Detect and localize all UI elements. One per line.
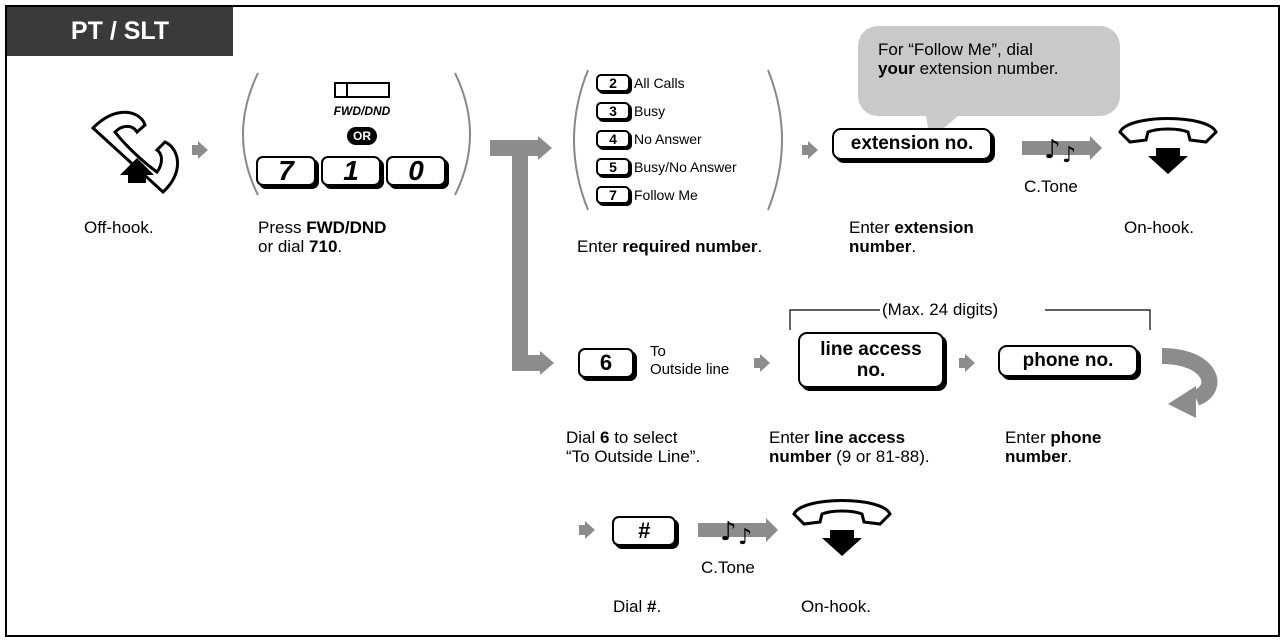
follow-me-bubble xyxy=(858,26,1120,116)
header-tab: PT / SLT xyxy=(7,7,233,56)
caption-dial-hash: Dial #. xyxy=(613,597,662,616)
caption-enter-line-access: Enter line access number (9 or 81-88). xyxy=(769,428,930,466)
option-key: 4 xyxy=(596,130,630,148)
caption-enter-required: Enter required number. xyxy=(577,237,763,256)
confirmation-tone-icon: ♪ ♪ xyxy=(1022,135,1102,168)
caption-dial-6: Dial 6 to select “To Outside Line”. xyxy=(566,428,701,466)
caption-enter-extension: Enter extension number. xyxy=(849,218,974,256)
dial-key-7: 7 xyxy=(256,155,316,186)
option-label: Busy/No Answer xyxy=(634,159,737,175)
svg-text:♪: ♪ xyxy=(1062,143,1076,168)
caption-enter-phone: Enter phone number. xyxy=(1005,428,1102,466)
extension-number-box: extension no. xyxy=(832,128,992,160)
flow-arrow-icon xyxy=(754,354,770,372)
fwd-dnd-label: FWD/DND xyxy=(333,104,391,118)
option-label: Follow Me xyxy=(634,187,698,203)
flow-arrow-icon xyxy=(490,136,554,375)
flow-arrow-icon xyxy=(192,141,208,159)
handset-onhook-icon xyxy=(792,499,892,556)
svg-text:♪: ♪ xyxy=(1044,135,1061,165)
follow-me-bubble-text: For “Follow Me”, dial your extension num… xyxy=(878,40,1059,78)
bracket-left xyxy=(242,72,259,196)
caption-on-hook: On-hook. xyxy=(1124,218,1194,237)
diagram-frame xyxy=(5,5,1280,637)
option-label: Busy xyxy=(634,103,666,119)
ctone-label: C.Tone xyxy=(1024,177,1078,196)
caption-off-hook: Off-hook. xyxy=(84,218,154,237)
max-digits-label: (Max. 24 digits) xyxy=(882,300,999,319)
svg-text:♪: ♪ xyxy=(720,517,737,547)
confirmation-tone-icon: ♪ ♪ xyxy=(698,517,778,550)
option-key: 5 xyxy=(596,158,630,176)
ctone-label: C.Tone xyxy=(701,558,755,577)
hash-key: # xyxy=(612,516,676,546)
bracket-left xyxy=(573,69,589,211)
or-badge: OR xyxy=(347,127,377,145)
option-key: 2 xyxy=(596,74,630,92)
svg-text:♪: ♪ xyxy=(738,525,752,550)
flow-arrow-icon xyxy=(579,521,595,539)
option-key: 3 xyxy=(596,102,630,120)
flow-arrow-icon xyxy=(959,354,975,372)
handset-onhook-icon xyxy=(1118,117,1218,174)
dial-key-1: 1 xyxy=(321,155,381,186)
bracket-right xyxy=(454,72,471,196)
fwd-dnd-button-icon xyxy=(334,82,390,98)
max-digits-bracket xyxy=(789,309,880,330)
tab-title: PT / SLT xyxy=(70,17,170,45)
caption-press-fwd: Press FWD/DND or dial 710. xyxy=(258,218,387,256)
line-access-number-box: line access no. xyxy=(798,332,944,388)
dial-key-0: 0 xyxy=(386,155,446,186)
bracket-right xyxy=(767,69,783,211)
caption-on-hook-2: On-hook. xyxy=(801,597,871,616)
dial-key-6: 6 xyxy=(578,348,634,378)
option-label: All Calls xyxy=(634,75,685,91)
option-key: 7 xyxy=(596,186,630,204)
key6-label: To Outside line xyxy=(650,343,730,378)
phone-number-box: phone no. xyxy=(998,345,1138,377)
max-digits-bracket xyxy=(1045,309,1151,330)
flow-arrow-icon xyxy=(802,141,818,159)
handset-offhook-icon xyxy=(90,110,179,195)
option-label: No Answer xyxy=(634,131,702,147)
redial-curve-icon xyxy=(1161,348,1218,418)
